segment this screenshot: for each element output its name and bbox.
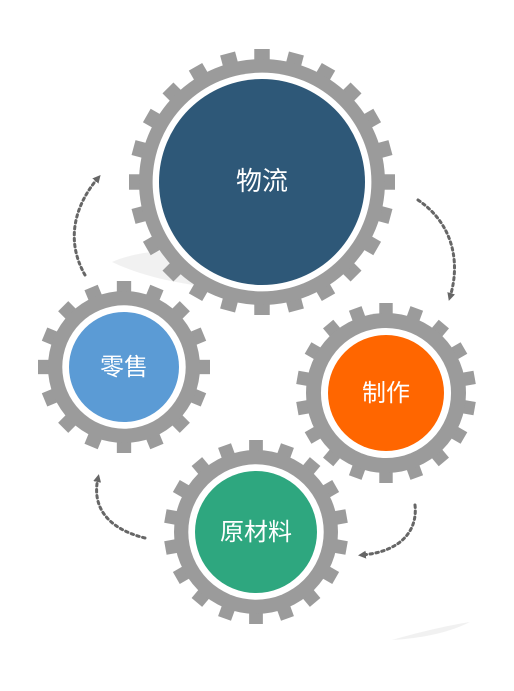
- gear-retail-core: [69, 312, 179, 422]
- gear-raw-materials-core: [195, 471, 317, 593]
- arrow-logistics-to-manufacturing: [416, 198, 456, 301]
- arrow-raw-materials-to-retail: [93, 474, 147, 540]
- gear-logistics: 物流: [129, 49, 395, 315]
- gear-retail: 零售: [38, 281, 210, 453]
- gear-manufacturing-core: [328, 335, 444, 451]
- gear-manufacturing-label: 制作: [362, 379, 410, 407]
- gear-retail-label: 零售: [100, 353, 148, 381]
- gear-logistics-label: 物流: [236, 167, 288, 197]
- gear-raw-materials: 原材料: [164, 440, 348, 624]
- arrow-retail-to-logistics: [72, 174, 101, 277]
- arrow-manufacturing-to-raw-materials: [358, 503, 417, 559]
- cycle-arrows: [72, 174, 456, 559]
- gear-raw-materials-label: 原材料: [220, 518, 292, 546]
- gear-logistics-core: [159, 79, 365, 285]
- shadow-shape-lower: [392, 622, 470, 640]
- gear-manufacturing: 制作: [296, 303, 476, 483]
